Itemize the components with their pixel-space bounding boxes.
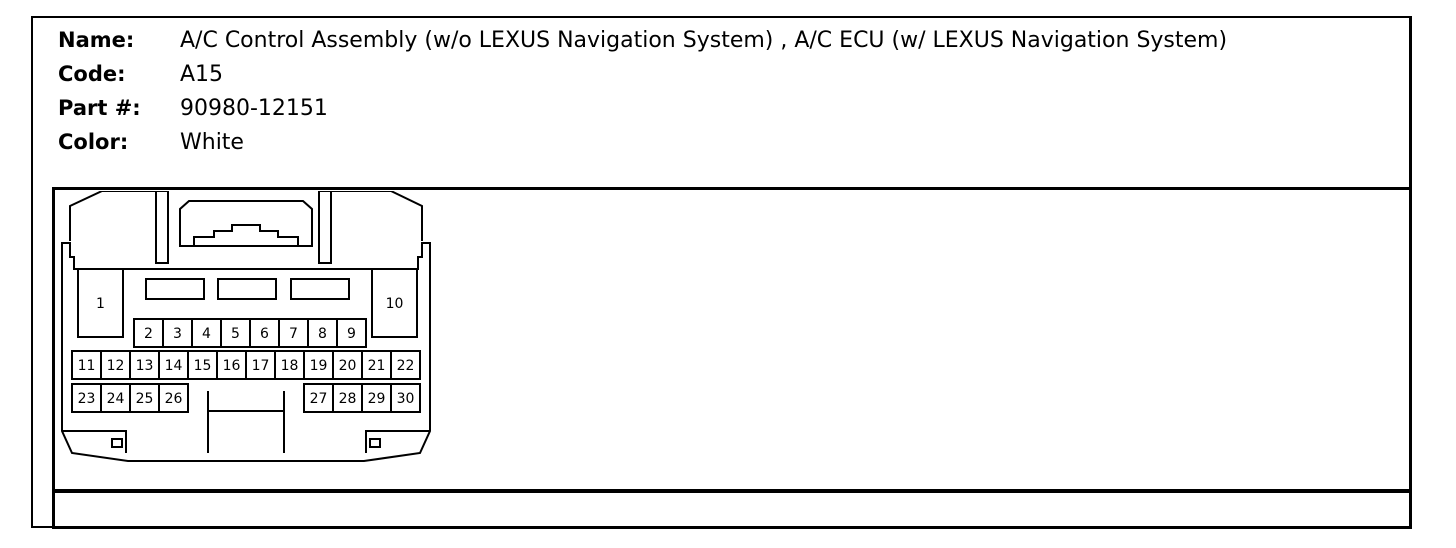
diagram-box — [52, 187, 1412, 529]
pin-label: 15 — [194, 358, 212, 374]
code-value: A15 — [180, 62, 224, 87]
pin-label: 16 — [223, 358, 241, 374]
pin-label: 9 — [347, 326, 356, 342]
code-label: Code: — [58, 62, 126, 86]
bottom-divider — [52, 489, 1412, 493]
name-value: A/C Control Assembly (w/o LEXUS Navigati… — [180, 28, 1228, 53]
part-value: 90980-12151 — [180, 96, 328, 121]
pin-cavity — [336, 318, 367, 348]
pin-label: 30 — [397, 391, 415, 407]
pin-label: 6 — [260, 326, 269, 342]
pin-label: 20 — [339, 358, 357, 374]
pin-label: 21 — [368, 358, 386, 374]
pin-label: 17 — [252, 358, 270, 374]
color-value: White — [180, 130, 244, 155]
pin-label: 23 — [78, 391, 96, 407]
pin-label: 7 — [289, 326, 298, 342]
pin-label: 2 — [144, 326, 153, 342]
pin-label: 8 — [318, 326, 327, 342]
pin-label: 10 — [386, 296, 404, 312]
pin-label: 13 — [136, 358, 154, 374]
pin-label: 19 — [310, 358, 328, 374]
pin-label: 14 — [165, 358, 183, 374]
pin-label: 24 — [107, 391, 125, 407]
pin-label: 28 — [339, 391, 357, 407]
pin-cavity — [371, 268, 418, 338]
pin-label: 18 — [281, 358, 299, 374]
pin-cavity — [158, 383, 189, 413]
name-label: Name: — [58, 28, 135, 52]
pin-label: 11 — [78, 358, 96, 374]
pin-label: 12 — [107, 358, 125, 374]
pin-label: 4 — [202, 326, 211, 342]
pin-label: 25 — [136, 391, 154, 407]
pin-cavity — [77, 268, 124, 338]
pin-label: 22 — [397, 358, 415, 374]
connector-outline — [61, 191, 431, 462]
pin-label: 5 — [231, 326, 240, 342]
pin-label: 27 — [310, 391, 328, 407]
color-label: Color: — [58, 130, 129, 154]
pin-label: 1 — [96, 296, 105, 312]
pin-label: 26 — [165, 391, 183, 407]
pin-label: 29 — [368, 391, 386, 407]
part-label: Part #: — [58, 96, 141, 120]
pin-cavity — [390, 383, 421, 413]
pin-cavity — [390, 350, 421, 380]
pin-label: 3 — [173, 326, 182, 342]
